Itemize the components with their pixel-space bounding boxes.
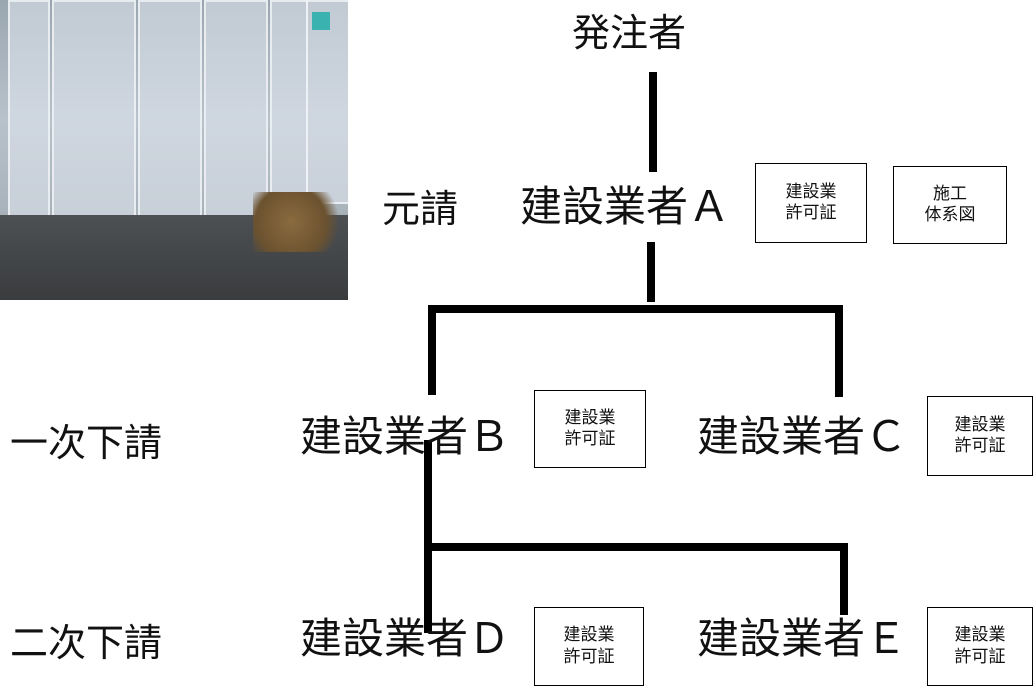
level-first-label: 一次下請 — [10, 421, 163, 465]
contractor-a: 建設業者Ａ — [520, 182, 731, 231]
license-line2: 許可証 — [785, 203, 837, 223]
license-box-e: 建設業 許可証 — [927, 607, 1033, 686]
contractor-b: 建設業者Ｂ — [300, 412, 511, 461]
license-box-c: 建設業 許可証 — [927, 396, 1033, 476]
license-box-d: 建設業 許可証 — [534, 607, 644, 686]
contractor-e: 建設業者Ｅ — [697, 614, 908, 663]
line-client-to-a — [649, 72, 657, 172]
license-line2: 許可証 — [563, 646, 615, 667]
line-b-down — [424, 440, 432, 545]
line-to-c — [835, 305, 843, 397]
client-label: 発注者 — [572, 11, 687, 55]
license-line2: 許可証 — [564, 429, 616, 449]
system-chart-line2: 体系図 — [924, 205, 976, 225]
construction-system-chart-box: 施工 体系図 — [893, 166, 1007, 244]
line-a-down — [647, 242, 655, 302]
line-to-d — [424, 543, 432, 633]
license-box-a: 建設業 許可証 — [755, 163, 867, 243]
site-photo — [0, 0, 348, 300]
license-line1: 建設業 — [954, 625, 1006, 646]
license-line1: 建設業 — [954, 414, 1006, 435]
license-line2: 許可証 — [954, 646, 1006, 667]
license-line1: 建設業 — [785, 181, 837, 202]
license-line1: 建設業 — [564, 407, 616, 428]
license-box-b: 建設業 許可証 — [534, 390, 646, 468]
line-to-e — [840, 543, 848, 615]
contractor-c: 建設業者Ｃ — [697, 412, 908, 461]
line-first-horizontal — [430, 305, 842, 313]
line-second-horizontal — [424, 543, 848, 551]
license-line1: 建設業 — [563, 625, 615, 646]
level-second-label: 二次下請 — [10, 621, 163, 665]
level-prime-label: 元請 — [382, 187, 459, 231]
contractor-d: 建設業者Ｄ — [300, 614, 511, 663]
system-chart-line1: 施工 — [933, 183, 967, 204]
line-to-b — [428, 305, 436, 395]
license-line2: 許可証 — [954, 436, 1006, 456]
